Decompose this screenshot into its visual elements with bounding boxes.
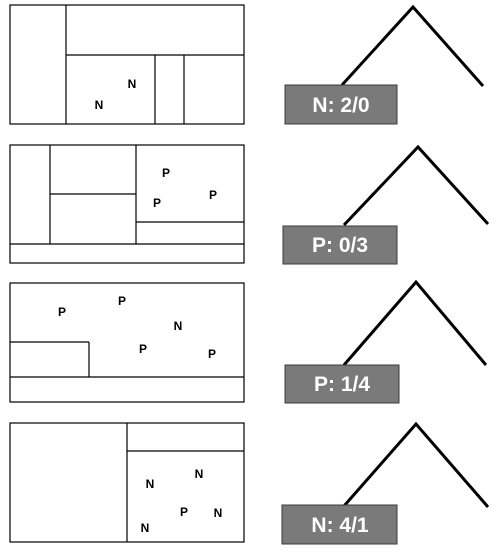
sample-point: P (180, 505, 188, 519)
panel-2: P P P P: 0/3 (9, 144, 490, 265)
leaf-node-2: P: 0/3 (282, 225, 398, 265)
sample-point: N (141, 521, 150, 535)
sample-point: N (128, 77, 137, 91)
sample-point: P (208, 347, 216, 361)
sample-point: N (195, 467, 204, 481)
leaf-label: N: 4/1 (311, 514, 369, 537)
leaf-node-3: P: 1/4 (284, 364, 400, 404)
leaf-box (284, 364, 400, 404)
leaf-label: N: 2/0 (312, 94, 369, 117)
sample-point: P (139, 342, 147, 356)
leaf-node-1: N: 2/0 (284, 84, 398, 125)
tree-branch (342, 279, 488, 366)
sample-point: P (153, 196, 161, 210)
sample-point: P (58, 305, 66, 319)
sample-point: P (162, 166, 170, 180)
partition-box-1 (9, 4, 245, 125)
tree-branch (340, 4, 485, 87)
leaf-node-4: N: 4/1 (281, 504, 398, 545)
sample-point: P (118, 294, 126, 308)
leaf-box (284, 84, 398, 125)
sample-point: N (95, 98, 104, 112)
panel-4: N N P N N N: 4/1 (9, 421, 490, 545)
partition-border (9, 144, 245, 264)
partition-box-2 (9, 144, 245, 264)
panel-3: P P N P P P: 1/4 (9, 279, 488, 404)
tree-branch (342, 144, 490, 227)
leaf-box (281, 504, 398, 545)
sample-point: N (146, 477, 155, 491)
partition-border (9, 4, 245, 125)
sample-point: P (209, 188, 217, 202)
partition-box-3 (9, 282, 245, 403)
leaf-label: P: 1/4 (314, 373, 370, 396)
tree-branch (342, 421, 490, 508)
leaf-label: P: 0/3 (312, 234, 368, 257)
sample-point: N (174, 319, 183, 333)
partition-box-4 (9, 422, 245, 543)
panel-1: N N N: 2/0 (9, 4, 485, 125)
sample-point: N (214, 506, 223, 520)
leaf-box (282, 225, 398, 265)
